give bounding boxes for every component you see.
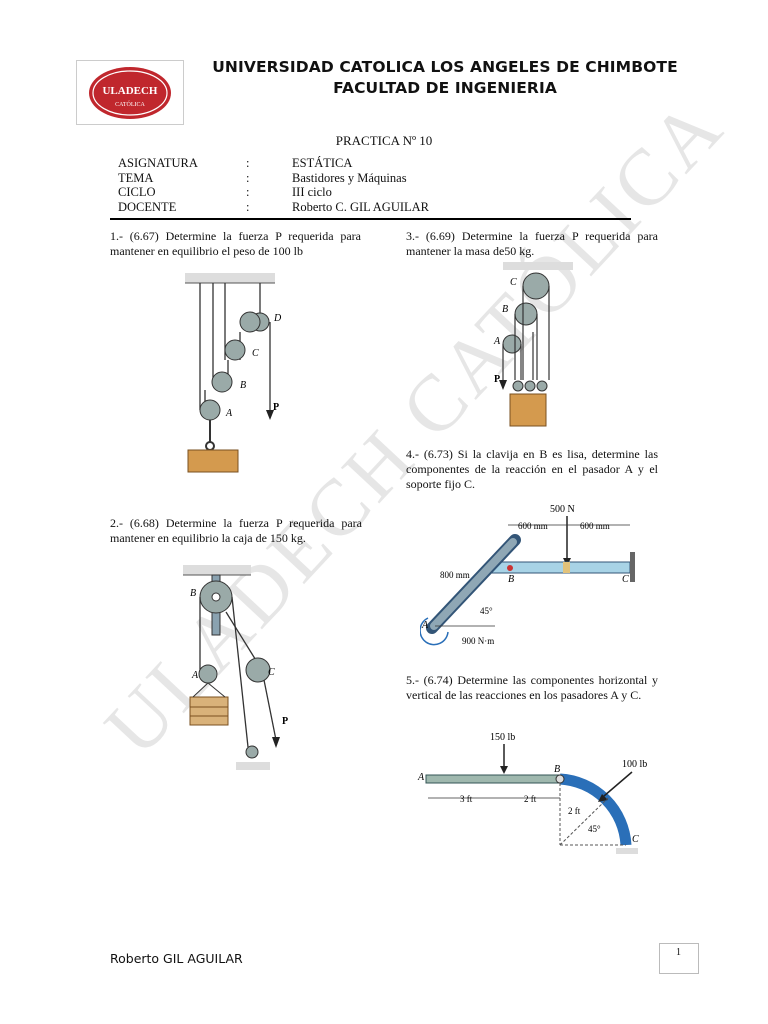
fig5-label-c: C [632,834,639,845]
info-sep: : [246,185,250,199]
info-sep: : [246,156,250,170]
info-row-tema: TEMA : Bastidores y Máquinas [118,171,429,186]
fig2-label-a: A [191,670,199,681]
page-number: 1 [676,947,681,958]
fig3-label-p: P [494,374,500,385]
university-name: UNIVERSIDAD CATOLICA LOS ANGELES DE CHIM… [212,58,678,76]
fig4-label-moment: 900 N·m [462,636,494,646]
problem-1-text: 1.- (6.67) Determine la fuerza P requeri… [110,229,361,258]
header-divider [110,218,631,220]
info-row-asignatura: ASIGNATURA : ESTÁTICA [118,156,429,171]
footer-author: Roberto GIL AGUILAR [110,951,243,966]
fig2-label-p: P [282,716,288,727]
figure-1-pulley-system: D C B A P [185,273,282,473]
figure-2-pulley-crate: B A C P [183,565,288,770]
fig4-label-500n: 500 N [550,504,575,515]
logo-subtext: CATÓLICA [115,100,145,108]
fig5-label-b: B [554,764,560,775]
problem-3-text: 3.- (6.69) Determine la fuerza P requeri… [406,229,658,258]
problem-4-text: 4.- (6.73) Si la clavija en B es lisa, d… [406,447,658,491]
fig3-label-a: A [493,336,501,347]
fig1-label-a: A [225,408,233,419]
university-header: UNIVERSIDAD CATOLICA LOS ANGELES DE CHIM… [190,57,700,99]
info-row-ciclo: CICLO : III ciclo [118,185,429,200]
fig4-label-a: A [421,620,429,631]
fig1-label-d: D [273,313,282,324]
fig5-label-a: A [417,772,425,783]
fig2-label-b: B [190,588,196,599]
practica-title: PRACTICA Nº 10 [335,133,433,148]
fig1-label-c: C [252,348,259,359]
info-sep: : [246,199,250,214]
fig5-label-2ft-horizontal: 2 ft [524,794,537,804]
course-info: ASIGNATURA : ESTÁTICA TEMA : Bastidores … [118,156,429,214]
page-number-box [659,943,699,974]
logo-text: ULADECH [102,85,157,97]
figure-4-frame: 500 N 600 mm 600 mm 800 mm B C 45° A 900… [420,504,635,646]
info-value: III ciclo [292,185,332,199]
figure-5-beam: 150 lb 100 lb A B C 3 ft 2 ft 2 ft 45° [417,732,647,854]
fig2-label-c: C [268,667,275,678]
fig4-label-800mm: 800 mm [440,570,470,580]
fig4-label-600mm-left: 600 mm [518,521,548,531]
info-key: ASIGNATURA [118,156,198,170]
fig3-label-c: C [510,277,517,288]
figure-3-compound-pulleys: C B A P [493,262,573,427]
problem-2-text: 2.- (6.68) Determine la fuerza P requeri… [110,516,362,545]
info-key: DOCENTE [118,199,177,214]
fig1-label-b: B [240,380,246,391]
logo-emblem: ULADECH CATÓLICA [89,67,171,119]
info-key: CICLO [118,185,156,199]
fig5-label-45: 45° [588,824,601,834]
info-row-docente: DOCENTE : Roberto C. GIL AGUILAR [118,200,429,215]
info-value: ESTÁTICA [292,156,353,170]
info-value: Bastidores y Máquinas [292,170,407,185]
problem-5-text: 5.- (6.74) Determine las componentes hor… [406,673,658,702]
fig5-label-100lb: 100 lb [622,759,647,770]
fig4-label-c: C [622,574,629,585]
fig1-label-p: P [273,402,279,413]
info-key: TEMA [118,170,154,185]
faculty-name: FACULTAD DE INGENIERIA [333,79,557,97]
university-logo: ULADECH CATÓLICA [76,60,184,125]
fig5-label-150lb: 150 lb [490,732,515,743]
fig3-label-b: B [502,304,508,315]
fig4-label-b: B [508,574,514,585]
info-sep: : [246,170,250,185]
fig5-label-2ft-radius: 2 ft [568,806,581,816]
fig4-label-45: 45° [480,606,493,616]
info-value: Roberto C. GIL AGUILAR [292,199,430,214]
fig4-label-600mm-right: 600 mm [580,521,610,531]
fig5-label-3ft: 3 ft [460,794,473,804]
